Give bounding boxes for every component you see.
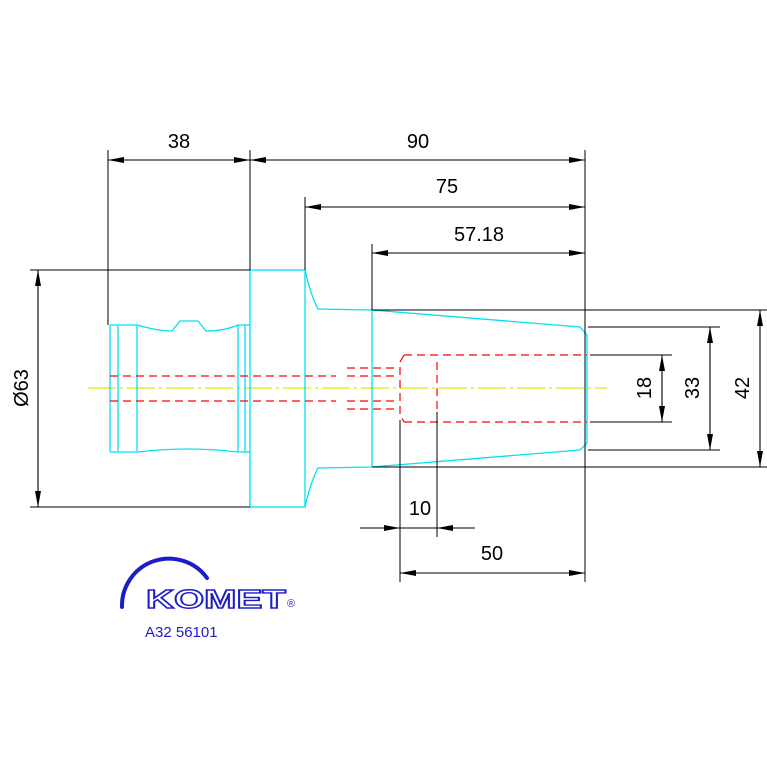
dimension-cone-end-diameter: 33 bbox=[588, 326, 720, 451]
dimension-value: 10 bbox=[409, 498, 431, 520]
logo-arc bbox=[119, 556, 209, 609]
dimension-value: 33 bbox=[682, 377, 704, 399]
dimension-value: 90 bbox=[407, 131, 429, 153]
dimension-shank-length: 38 bbox=[107, 131, 251, 325]
shank-bottom-edge bbox=[110, 448, 250, 453]
dimension-value: 42 bbox=[732, 377, 754, 399]
hidden-lines bbox=[110, 354, 587, 423]
cone-top-edge bbox=[304, 269, 588, 336]
dimension-overall-length: 90 bbox=[250, 131, 586, 582]
shank-top-edge bbox=[110, 320, 250, 332]
dimension-value: 18 bbox=[634, 377, 656, 399]
komet-logo: KOMET ® bbox=[119, 556, 295, 615]
dimension-taper-length: 57.18 bbox=[371, 224, 585, 310]
dimension-value: 57.18 bbox=[454, 224, 504, 246]
bore-bottom-face bbox=[399, 354, 405, 423]
dimension-bore-offset: 10 bbox=[360, 412, 475, 582]
part-number: A32 56101 bbox=[145, 624, 218, 641]
dimension-bore-depth: 50 bbox=[400, 543, 585, 576]
flange bbox=[249, 269, 306, 508]
cone bbox=[304, 269, 588, 508]
registered-mark: ® bbox=[287, 598, 295, 610]
dimension-value: Ø63 bbox=[11, 369, 33, 407]
dimension-value: 75 bbox=[436, 176, 458, 198]
shank bbox=[109, 320, 250, 453]
logo-wordmark: KOMET bbox=[146, 584, 286, 614]
dimension-cone-length: 75 bbox=[304, 176, 585, 270]
dimension-value: 38 bbox=[168, 131, 190, 153]
cone-bottom-edge bbox=[304, 442, 588, 508]
part-outline bbox=[109, 269, 588, 508]
dimension-flange-diameter: Ø63 bbox=[11, 269, 250, 508]
dimension-value: 50 bbox=[481, 543, 503, 565]
dimension-bore-diameter: 18 bbox=[590, 354, 672, 423]
dimension-cone-max-diameter: 42 bbox=[372, 309, 767, 468]
